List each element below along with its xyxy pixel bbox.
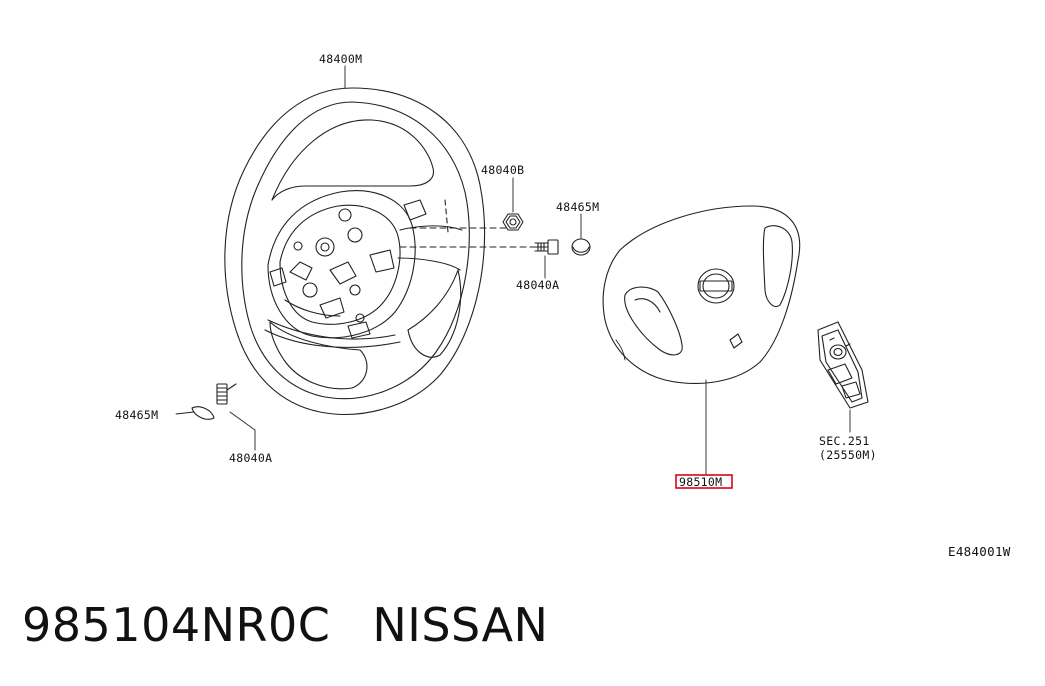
label-48465m-left: 48465M <box>115 408 158 422</box>
label-sec-251: SEC.251 <box>819 434 870 448</box>
brand-name: NISSAN <box>372 598 549 652</box>
highlight-box <box>675 474 733 489</box>
label-sec-251-ref: (25550M) <box>819 448 877 462</box>
label-48465m-right: 48465M <box>556 200 599 214</box>
steering-wheel <box>224 87 536 415</box>
label-48040a-left: 48040A <box>229 451 272 465</box>
cap-48465m-right <box>571 238 591 256</box>
airbag-module <box>602 205 801 384</box>
bolt-48040a-left <box>216 383 237 405</box>
switch-assembly <box>817 321 869 409</box>
label-98510m: 98510M <box>679 475 722 489</box>
part-number: 985104NR0C <box>22 598 331 652</box>
label-48040b: 48040B <box>481 163 524 177</box>
cap-48465m-left <box>191 406 215 420</box>
label-figure-code: E484001W <box>948 544 1011 559</box>
bolt-48040a-right <box>534 239 559 255</box>
nut-48040b <box>502 213 524 231</box>
label-48400m: 48400M <box>319 52 362 66</box>
label-48040a-right: 48040A <box>516 278 559 292</box>
caption: 985104NR0C NISSAN <box>22 598 548 652</box>
